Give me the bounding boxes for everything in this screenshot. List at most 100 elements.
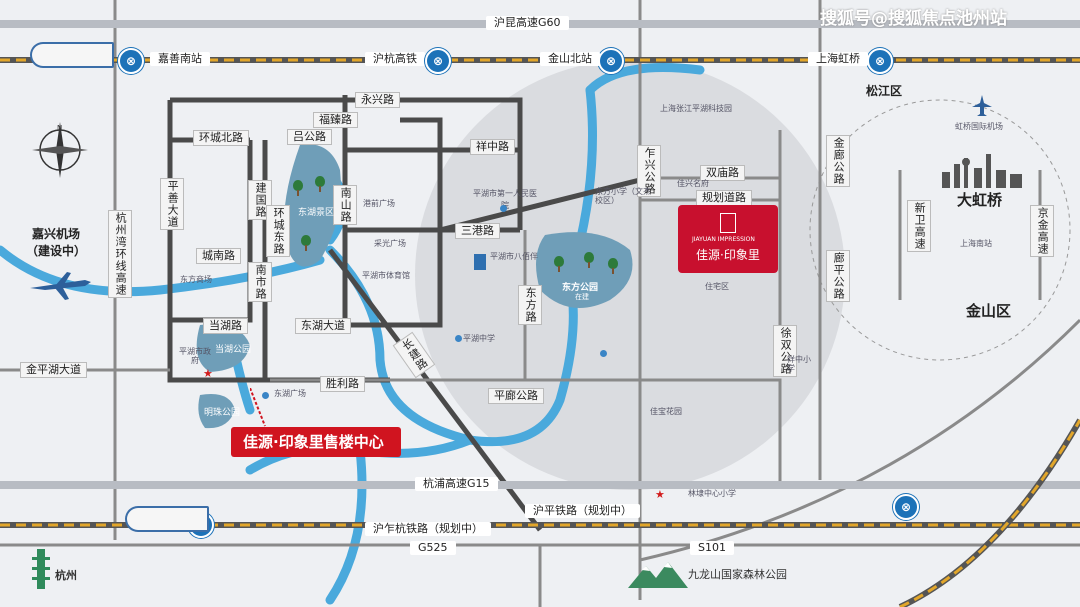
road-nanshan: 南山路 <box>333 185 358 225</box>
sales-center-label: 佳源·印象里售楼中心 <box>243 433 384 451</box>
road-zhaxing: 乍兴公路 <box>637 145 662 197</box>
road-donghu: 东湖大道 <box>295 318 351 335</box>
s101-label: S101 <box>690 541 734 556</box>
project-name: 佳源·印象里 <box>696 248 760 262</box>
hangzhou-label: 杭州 <box>55 569 77 582</box>
songjiang-label: 松江区 <box>866 84 903 98</box>
pinghu-gov-label: 平湖市政府 <box>179 347 211 365</box>
tree-icon <box>607 258 619 274</box>
metro-station-icon: ⊗ <box>425 48 451 74</box>
road-jinpinghu: 金平湖大道 <box>20 362 87 379</box>
g15-label: 杭浦高速G15 <box>415 477 498 492</box>
poi-marker <box>600 350 607 357</box>
museum-label: 东湖广场 <box>274 389 306 398</box>
daqiao-label: 大虹桥 <box>957 191 1003 209</box>
mountain-icon <box>628 562 688 588</box>
sales-center-marker[interactable]: 佳源·印象里售楼中心 <box>231 427 401 457</box>
pointer-line <box>250 388 266 427</box>
danghu-park-label: 当湖公园 <box>215 345 252 355</box>
road-shuangmiao: 双庙路 <box>700 165 745 182</box>
project-sub: JIAYUAN IMPRESSION <box>692 236 755 243</box>
tree-icon <box>553 256 565 272</box>
road-xiangzhong: 祥中路 <box>470 139 515 156</box>
road-dongfang: 东方路 <box>518 285 543 325</box>
road-hangwan: 杭州湾环线高速 <box>108 210 133 298</box>
hu-hang-rail-label: 沪杭高铁 <box>365 52 425 67</box>
project-marker[interactable]: JIAYUAN IMPRESSION 佳源·印象里 <box>678 205 778 273</box>
tree-icon <box>300 235 312 251</box>
metro-station-icon: ⊗ <box>867 48 893 74</box>
pagoda-icon <box>32 549 50 589</box>
government-star-icon: ★ <box>203 367 213 380</box>
watermark: 搜狐号@搜狐焦点池州站 <box>820 9 1007 29</box>
shanghai-hongqiao-label: 上海虹桥 <box>808 52 868 67</box>
linhu-label: 林埭中心小学 <box>688 489 736 498</box>
g525-label: G525 <box>410 541 456 556</box>
jiaxing-airport-label: 嘉兴机场（建设中） <box>26 227 87 258</box>
metro-station-icon: ⊗ <box>118 48 144 74</box>
jiulongshan-label: 九龙山国家森林公园 <box>688 568 787 581</box>
airplane-icon <box>972 95 992 116</box>
zhangjiang-label: 上海张江平湖科技园 <box>660 104 732 113</box>
building-icon <box>474 254 486 270</box>
xiangzhong-school-label: 祥中小学 <box>787 355 811 373</box>
compass-icon: N <box>32 122 88 178</box>
road-guihua: 规划道路 <box>696 190 752 207</box>
road-jingjin: 京金高速 <box>1030 205 1055 257</box>
train-icon <box>30 42 114 68</box>
dongfang-school-label: 东方小学（文杰校区） <box>595 187 651 205</box>
road-jinlang: 金廊公路 <box>826 135 851 187</box>
donghu-lake <box>284 144 341 267</box>
road-chengnan: 城南路 <box>196 248 241 265</box>
project-logo-icon <box>720 213 736 233</box>
train-icon <box>125 506 209 532</box>
svg-text:N: N <box>57 124 62 132</box>
hongkun-label: 佳兴名府 <box>677 179 709 188</box>
dongfang-park-label: 东方公园 <box>562 283 599 293</box>
gangqian-label: 港前广场 <box>363 199 395 208</box>
road-pingshan: 平善大道 <box>160 178 185 230</box>
dongfang-shop-label: 东方商场 <box>180 275 212 284</box>
road-yongxing: 永兴路 <box>355 92 400 109</box>
poi-marker <box>500 205 507 212</box>
dongfang-park-shape <box>536 232 633 308</box>
jiayuan-label: 佳宝花园 <box>650 407 682 416</box>
road-shengli: 胜利路 <box>320 376 365 393</box>
g60-label: 沪昆高速G60 <box>486 16 569 31</box>
poi-marker <box>455 335 462 342</box>
road-huancheng-north: 环城北路 <box>193 130 249 147</box>
road-pinglian: 平廊公路 <box>488 388 544 405</box>
hu-ping-rail-label: 沪平铁路（规划中） <box>525 504 640 519</box>
donghu-lake-label: 东湖景区 <box>297 208 334 218</box>
road-tinglang: 廊平公路 <box>826 250 851 302</box>
road-xinwei: 新卫高速 <box>907 200 932 252</box>
pinghu-gym-label: 平湖市体育馆 <box>362 271 410 280</box>
hongqiao-airport-label: 虹桥国际机场 <box>955 122 1003 131</box>
road-huancheng-east: 环城东路 <box>266 205 291 257</box>
tree-icon <box>292 180 304 196</box>
jinshan-label: 金山区 <box>966 302 1012 320</box>
metro-station-icon: ⊗ <box>598 48 624 74</box>
airplane-icon <box>30 272 91 300</box>
tree-icon <box>314 176 326 192</box>
pinghu-school-label: 平湖中学 <box>463 334 495 343</box>
dongfang-park-sub: 在建 <box>575 293 589 301</box>
mingzhu-park-label: 明珠公园 <box>204 408 241 418</box>
road-xushuang: 徐双公路 <box>773 325 798 377</box>
government-star-icon: ★ <box>655 488 665 501</box>
road-sangang: 三港路 <box>455 223 500 240</box>
mingzhu-park-shape <box>198 394 235 429</box>
road-lv: 吕公路 <box>287 129 332 146</box>
hu-zha-rail-label: 沪乍杭铁路（规划中） <box>365 522 491 537</box>
shanghai-radius <box>809 99 1071 361</box>
poi-marker <box>262 392 269 399</box>
road-fuxi: 福臻路 <box>313 112 358 129</box>
jiashan-south-label: 嘉善南站 <box>150 52 210 67</box>
tree-icon <box>583 252 595 268</box>
caiguang-label: 采光广场 <box>374 239 406 248</box>
zhuzhai-label: 住宅区 <box>705 282 729 291</box>
road-nanshi: 南市路 <box>248 262 273 302</box>
metro-station-icon: ⊗ <box>893 494 919 520</box>
skyline-icon <box>942 154 1022 188</box>
